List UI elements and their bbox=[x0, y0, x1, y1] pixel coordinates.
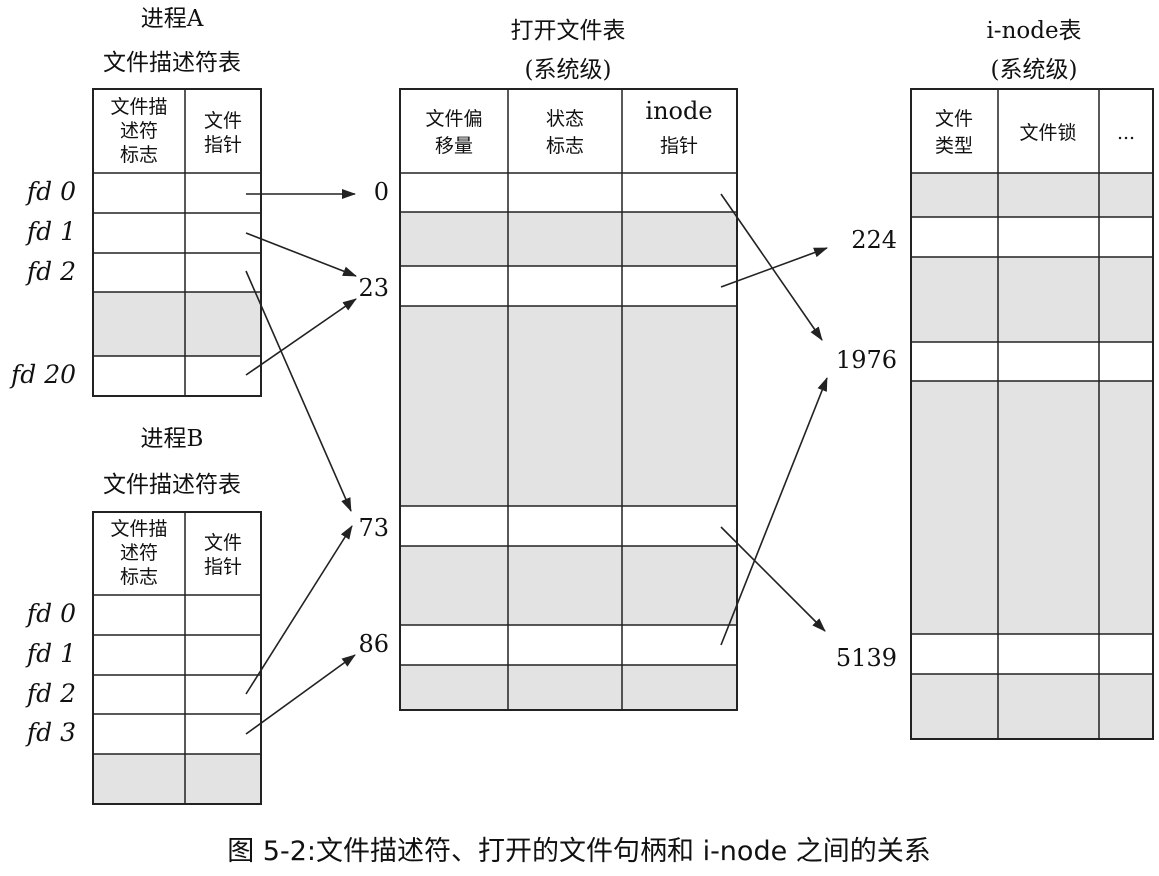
process-b-col1-header-l2: 述符 bbox=[120, 542, 158, 564]
inode-table-title: i-node表 bbox=[986, 18, 1081, 44]
process-b-fd-label: fd 2 bbox=[25, 679, 76, 708]
open-file-table-title: 打开文件表 bbox=[511, 18, 626, 44]
open-file-entry-label: 0 bbox=[374, 178, 389, 206]
process-a-group: 进程A 文件描述符表 文件描 述符 标志 文件 指针 fd 0 fd 1 fd … bbox=[9, 6, 262, 397]
process-a-fd-label: fd 20 bbox=[9, 360, 76, 389]
arrow-86-to-1976 bbox=[720, 377, 828, 646]
arrow-23-to-224 bbox=[720, 247, 828, 288]
open-file-table-group: 打开文件表 (系统级) 文件偏 移量 状态 标志 inode 指针 0 23 7… bbox=[358, 18, 738, 711]
open-file-shaded-band bbox=[400, 306, 737, 506]
open-file-header-inode-l1: inode bbox=[645, 97, 712, 125]
inode-header-type-l1: 文件 bbox=[935, 108, 973, 130]
inode-header-more: ... bbox=[1117, 122, 1135, 144]
process-a-col2-header-l1: 文件 bbox=[204, 110, 242, 132]
arrow-a-fd2-to-73 bbox=[245, 270, 352, 512]
process-a-col1-header-l1: 文件描 bbox=[110, 96, 167, 118]
process-a-col2-header-l2: 指针 bbox=[204, 134, 242, 156]
open-file-entry-label: 23 bbox=[358, 274, 389, 302]
process-b-col1-header-l1: 文件描 bbox=[110, 518, 167, 540]
inode-entry-label: 224 bbox=[851, 226, 897, 254]
process-b-subtitle: 文件描述符表 bbox=[103, 472, 241, 498]
open-file-shaded-band bbox=[400, 212, 737, 266]
process-b-col2-header-l2: 指针 bbox=[204, 556, 242, 578]
arrows-group bbox=[245, 189, 828, 735]
arrow-73-to-5139 bbox=[720, 526, 826, 632]
open-file-header-status-l2: 标志 bbox=[546, 135, 584, 157]
process-b-title: 进程B bbox=[141, 426, 204, 452]
inode-entry-label: 5139 bbox=[836, 644, 897, 672]
process-b-fd-label: fd 0 bbox=[25, 599, 76, 628]
inode-shaded-band bbox=[911, 173, 1153, 217]
process-b-group: 进程B 文件描述符表 文件描 述符 标志 文件 指针 fd 0 fd 1 fd … bbox=[25, 426, 262, 805]
inode-entry-label: 1976 bbox=[836, 346, 897, 374]
process-b-table bbox=[92, 511, 262, 805]
open-file-entry-label: 73 bbox=[358, 514, 389, 542]
process-a-shaded-row bbox=[93, 292, 261, 356]
arrow-a-fd20-to-23 bbox=[245, 298, 357, 376]
inode-shaded-band bbox=[911, 257, 1153, 342]
process-b-fd-label: fd 3 bbox=[25, 718, 76, 747]
inode-table bbox=[910, 88, 1154, 740]
open-file-shaded-band bbox=[400, 546, 737, 625]
arrow-0-to-1976 bbox=[720, 193, 823, 341]
inode-table-subtitle: (系统级) bbox=[991, 57, 1078, 83]
process-a-table bbox=[92, 88, 262, 397]
open-file-entry-label: 86 bbox=[358, 630, 389, 658]
process-a-subtitle: 文件描述符表 bbox=[103, 50, 241, 76]
process-a-fd-label: fd 1 bbox=[25, 217, 76, 246]
process-b-col1-header-l3: 标志 bbox=[120, 566, 158, 588]
inode-header-lock: 文件锁 bbox=[1019, 122, 1076, 144]
open-file-header-status-l1: 状态 bbox=[546, 108, 584, 130]
arrow-a-fd1-to-23 bbox=[245, 232, 357, 277]
arrow-b-fd2-to-73 bbox=[245, 525, 353, 695]
open-file-table bbox=[399, 88, 738, 711]
inode-shaded-band bbox=[911, 674, 1153, 739]
open-file-header-offset-l1: 文件偏 bbox=[425, 108, 482, 130]
process-a-col1-header-l2: 述符 bbox=[120, 120, 158, 142]
inode-table-group: i-node表 (系统级) 文件 类型 文件锁 ... 224 1976 513… bbox=[836, 18, 1154, 740]
inode-shaded-band bbox=[911, 381, 1153, 634]
process-a-col1-header-l3: 标志 bbox=[120, 144, 158, 166]
open-file-shaded-band bbox=[400, 665, 737, 710]
process-b-fd-label: fd 1 bbox=[25, 639, 76, 668]
process-b-col2-header-l1: 文件 bbox=[204, 532, 242, 554]
process-a-title: 进程A bbox=[141, 6, 204, 32]
figure-caption: 图 5-2:文件描述符、打开的文件句柄和 i-node 之间的关系 bbox=[227, 836, 931, 867]
open-file-header-inode-l2: 指针 bbox=[660, 135, 698, 157]
open-file-table-subtitle: (系统级) bbox=[525, 57, 612, 83]
open-file-header-offset-l2: 移量 bbox=[435, 135, 473, 157]
process-b-shaded-row bbox=[93, 754, 261, 804]
inode-header-type-l2: 类型 bbox=[935, 135, 973, 157]
process-a-fd-label: fd 2 bbox=[25, 257, 76, 286]
arrow-b-fd3-to-86 bbox=[245, 654, 356, 735]
process-a-fd-label: fd 0 bbox=[25, 177, 76, 206]
